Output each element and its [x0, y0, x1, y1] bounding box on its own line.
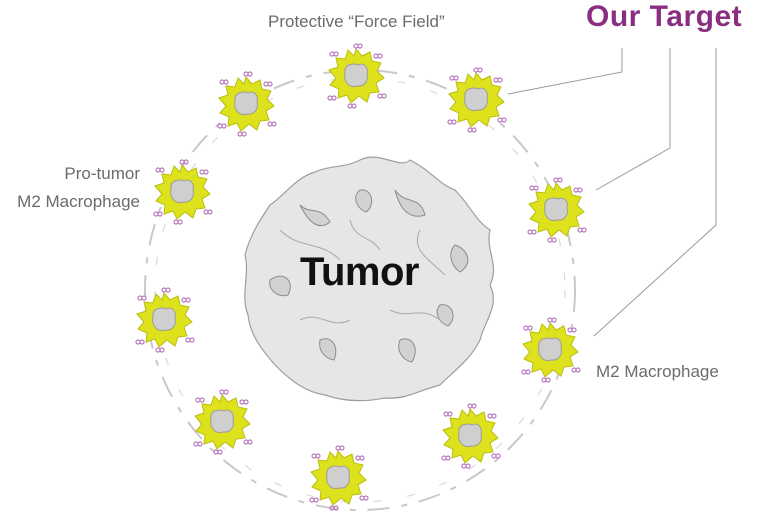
pro-tumor-line: Pro-tumor	[4, 160, 140, 188]
our-target-label: Our Target	[586, 0, 742, 34]
m2-macrophage-label: M2 Macrophage	[596, 362, 719, 382]
macrophage	[528, 178, 586, 242]
macrophage	[154, 160, 212, 224]
macrophage	[218, 72, 276, 136]
force-field-label: Protective “Force Field”	[268, 12, 445, 32]
m2-macrophage-line: M2 Macrophage	[4, 188, 140, 216]
macrophage	[448, 68, 506, 132]
macrophage	[136, 288, 194, 352]
tumor-label: Tumor	[300, 250, 419, 295]
macrophage	[194, 390, 252, 454]
pro-tumor-m2-label: Pro-tumor M2 Macrophage	[4, 160, 140, 216]
macrophage	[310, 446, 368, 510]
macrophage	[442, 404, 500, 468]
macrophage	[328, 44, 386, 108]
